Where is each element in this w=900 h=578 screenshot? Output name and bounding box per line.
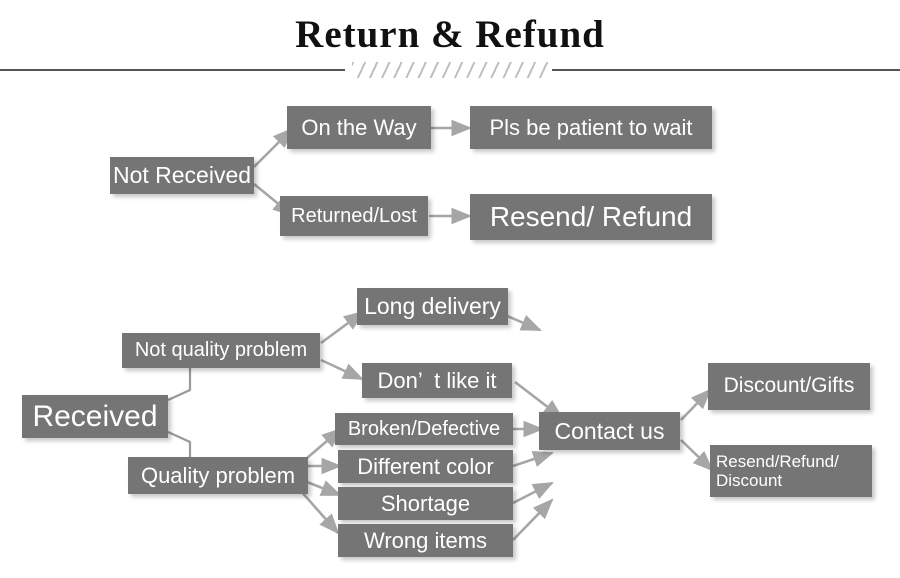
- node-resend-refund[interactable]: Resend/ Refund: [470, 194, 712, 240]
- node-shortage[interactable]: Shortage: [338, 487, 513, 520]
- edge-quality-to-wrong-items: [299, 489, 340, 535]
- node-not-quality-problem[interactable]: Not quality problem: [122, 333, 320, 368]
- node-broken-defective[interactable]: Broken/Defective: [335, 413, 513, 445]
- node-returned-lost[interactable]: Returned/Lost: [280, 196, 428, 236]
- edge-not-quality-to-dont-like-it: [320, 358, 364, 381]
- node-quality-problem[interactable]: Quality problem: [128, 457, 308, 494]
- node-contact-us[interactable]: Contact us: [539, 412, 680, 450]
- edge-shortage-to-contact-us: [512, 481, 554, 505]
- node-on-the-way[interactable]: On the Way: [287, 106, 431, 149]
- node-wrong-items[interactable]: Wrong items: [338, 524, 513, 557]
- node-resend-refund-discount[interactable]: Resend/Refund/ Discount: [710, 445, 872, 497]
- node-long-delivery[interactable]: Long delivery: [357, 288, 508, 325]
- node-dont-like-it[interactable]: Don’ t like it: [362, 363, 512, 398]
- node-pls-be-patient-to-wait[interactable]: Pls be patient to wait: [470, 106, 712, 149]
- node-discount-gifts[interactable]: Discount/Gifts: [708, 363, 870, 410]
- connector-received-to-not-quality: [167, 367, 192, 402]
- edge-wrong-items-to-contact-us: [512, 498, 554, 541]
- connector-received-to-quality: [167, 430, 192, 457]
- hatched-divider-icon: [352, 62, 548, 78]
- divider-rule-left: [0, 69, 345, 71]
- edge-contact-us-to-discount-gifts: [680, 388, 712, 421]
- node-not-received[interactable]: Not Received: [110, 157, 254, 194]
- edge-contact-us-to-resend-refund-discount: [680, 439, 714, 472]
- header-divider: [0, 62, 900, 78]
- page-title: Return & Refund: [295, 13, 605, 56]
- divider-rule-right: [552, 69, 900, 71]
- edge-quality-to-shortage: [306, 480, 342, 497]
- node-different-color[interactable]: Different color: [338, 450, 513, 483]
- edge-different-color-to-contact-us: [512, 451, 554, 468]
- node-received[interactable]: Received: [22, 395, 168, 438]
